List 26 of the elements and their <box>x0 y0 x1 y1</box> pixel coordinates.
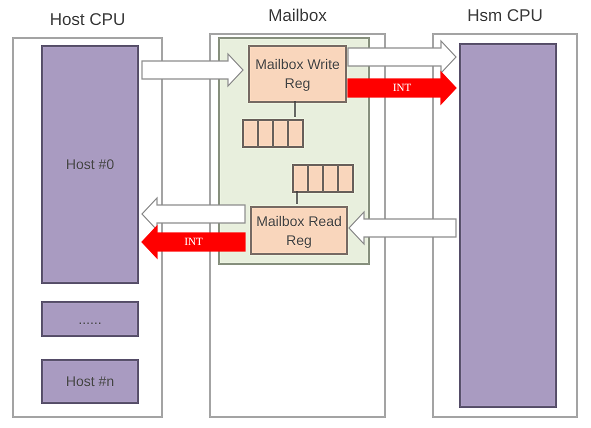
node-label: Mailbox Write Reg <box>254 55 341 93</box>
edge-label: INT <box>184 236 203 248</box>
queue-drawing <box>292 164 354 193</box>
connector-line <box>294 101 296 117</box>
connector-line <box>296 191 298 204</box>
block-arrow <box>347 70 457 106</box>
column-heading: Hsm CPU <box>466 5 544 27</box>
core-box <box>41 359 139 404</box>
core-box <box>41 301 139 337</box>
queue-drawing <box>242 119 304 148</box>
register-box <box>250 206 348 255</box>
register-box <box>248 45 347 103</box>
column-heading: Mailbox <box>267 5 328 27</box>
column-heading: Host CPU <box>48 9 126 31</box>
node-label: Mailbox Read Reg <box>255 212 343 250</box>
node-label: ...... <box>78 310 102 328</box>
mailbox-panel <box>218 37 370 265</box>
core-box <box>41 45 139 284</box>
block-arrow <box>141 52 244 88</box>
block-arrow <box>141 224 246 260</box>
node-label: Host #n <box>66 372 114 391</box>
node-label: Host #0 <box>66 155 114 174</box>
block-arrow <box>347 39 457 75</box>
core-box <box>459 43 557 408</box>
block-arrow <box>348 210 457 246</box>
edge-label: INT <box>392 82 412 94</box>
